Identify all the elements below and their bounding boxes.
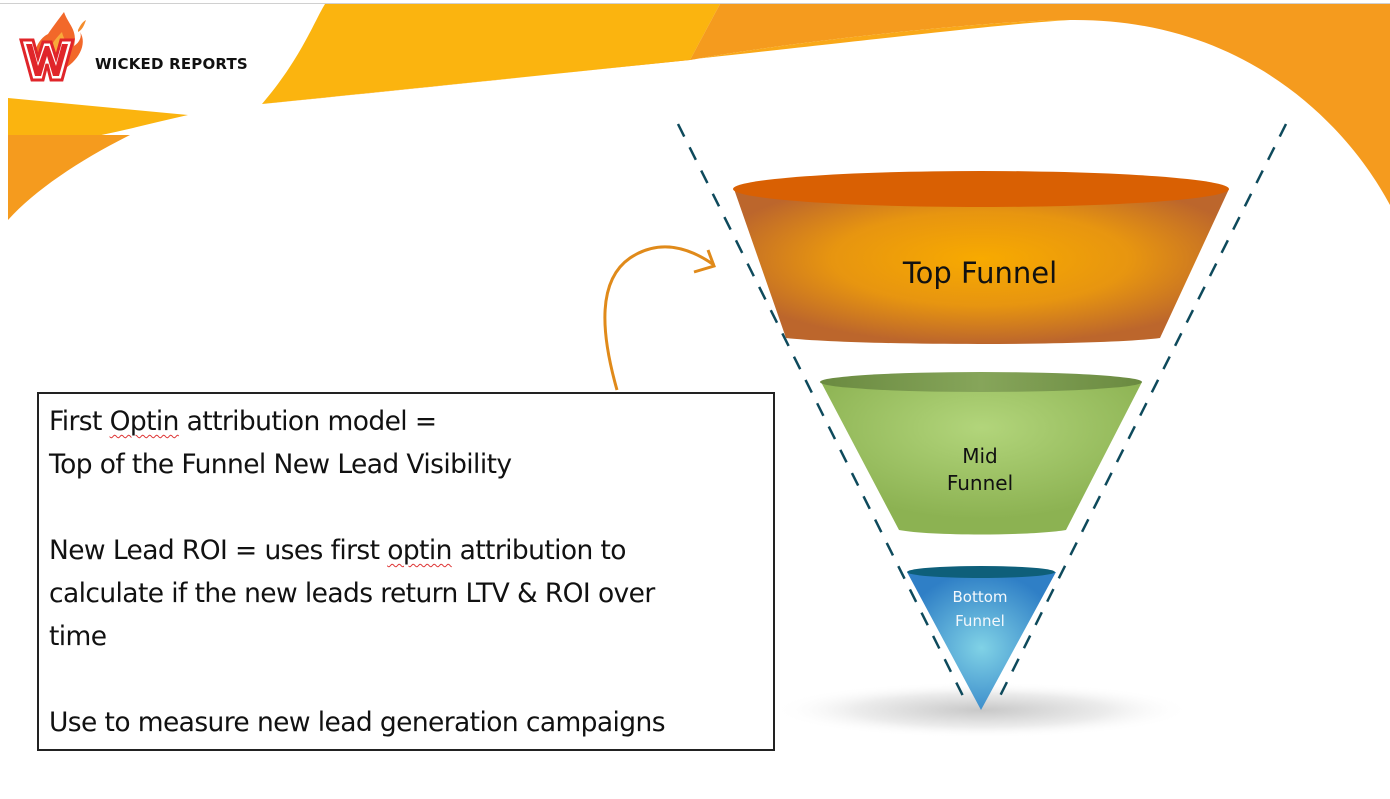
blank-line (49, 486, 773, 529)
swoosh-top-yellow (262, 4, 720, 104)
bottom-funnel (907, 566, 1056, 710)
top-funnel-label-line: Top Funnel (902, 256, 1058, 290)
bottom-funnel-label-line-1: Bottom (952, 588, 1008, 606)
text-fragment: attribution model = (178, 406, 437, 437)
bottom-funnel-label: Bottom Funnel (925, 585, 1035, 633)
dashed-guide-left (676, 123, 968, 703)
top-border-line (0, 3, 1390, 4)
spellcheck-flagged-word: optin (387, 535, 452, 566)
text-fragment: First (49, 406, 110, 437)
text-fragment: New Lead ROI = uses first (49, 535, 388, 566)
blank-line (49, 658, 773, 701)
funnel-floor-shadow (772, 682, 1192, 738)
mid-funnel-label-line-2: Funnel (946, 471, 1014, 495)
text-fragment: attribution to (451, 535, 627, 566)
top-funnel-label: Top Funnel (830, 256, 1130, 290)
textbox-line-3: New Lead ROI = uses first optin attribut… (49, 529, 773, 572)
mid-funnel-label-line-1: Mid (962, 444, 998, 468)
dashed-guide-right (995, 123, 1288, 703)
mid-funnel-label: Mid Funnel (900, 443, 1060, 497)
textbox-line-1: First Optin attribution model = (49, 400, 773, 443)
textbox-line-4: calculate if the new leads return LTV & … (49, 578, 655, 609)
wicked-reports-logo-icon (19, 12, 86, 82)
swoosh-top-orange (690, 4, 1390, 205)
spellcheck-flagged-word: Optin (109, 406, 180, 437)
textbox-line-6: Use to measure new lead generation campa… (49, 707, 666, 738)
brand-name: WICKED REPORTS (95, 55, 248, 73)
swoosh-left-orange (8, 135, 130, 220)
swoosh-left-yellow (8, 98, 188, 143)
textbox-line-5: time (49, 621, 107, 652)
mid-funnel (820, 372, 1142, 535)
curved-arrow-icon (603, 245, 716, 391)
explanation-textbox: First Optin attribution model = Top of t… (37, 392, 775, 751)
top-funnel (733, 171, 1229, 344)
textbox-line-2: Top of the Funnel New Lead Visibility (49, 449, 512, 480)
bottom-funnel-label-line-2: Funnel (955, 612, 1005, 630)
